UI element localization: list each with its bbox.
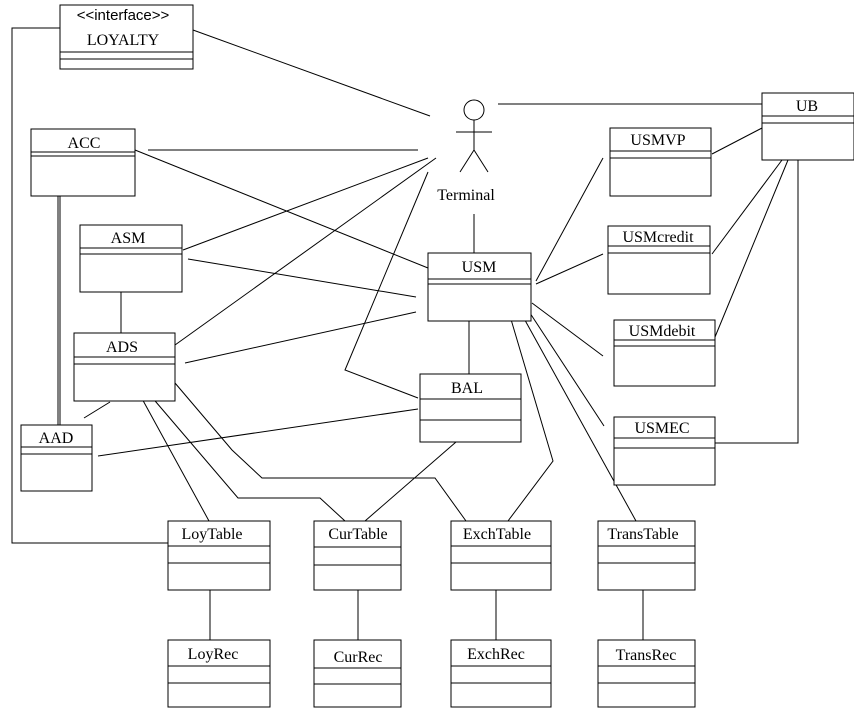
assoc-bal-aad bbox=[97, 408, 419, 457]
class-box-frame bbox=[597, 639, 696, 708]
assoc-ads-usm bbox=[184, 311, 417, 364]
associations bbox=[11, 27, 799, 640]
class-name: ExchRec bbox=[467, 646, 525, 663]
class-box-frame bbox=[450, 520, 552, 591]
class-box-frame bbox=[427, 252, 532, 322]
class-aad: AAD bbox=[20, 424, 93, 492]
assoc-ub-usmdebit bbox=[714, 159, 789, 338]
class-transrec: TransRec bbox=[597, 639, 696, 708]
assoc-ub-usmec bbox=[715, 160, 799, 444]
actor-leg-left bbox=[459, 149, 475, 173]
class-curtable: CurTable bbox=[313, 520, 402, 591]
class-box-frame bbox=[607, 225, 711, 295]
assoc-loyalty-terminal bbox=[192, 29, 431, 117]
class-name: USMcredit bbox=[622, 229, 694, 246]
class-box-frame bbox=[419, 373, 522, 443]
class-name: ASM bbox=[111, 230, 146, 247]
class-box-frame bbox=[613, 416, 716, 486]
class-name: TransRec bbox=[616, 647, 677, 664]
class-name: UB bbox=[796, 98, 818, 115]
class-asm: ASM bbox=[79, 224, 183, 293]
assoc-acc-usm bbox=[134, 149, 429, 269]
interface-stereotype: <<interface>> bbox=[77, 7, 170, 24]
assoc-usm-usmcredit bbox=[535, 253, 604, 285]
class-box-frame bbox=[761, 92, 854, 161]
class-transtable: TransTable bbox=[597, 520, 696, 591]
class-exchtable: ExchTable bbox=[450, 520, 552, 591]
class-box-frame bbox=[167, 639, 271, 708]
class-usmcredit: USMcredit bbox=[607, 225, 711, 295]
class-bal: BAL bbox=[419, 373, 522, 443]
assoc-terminal-bal bbox=[344, 171, 429, 399]
assoc-asm-terminal bbox=[182, 157, 429, 251]
class-name: CurRec bbox=[334, 649, 383, 666]
assoc-ads-exchtable bbox=[174, 382, 467, 522]
actor-label: Terminal bbox=[437, 187, 495, 204]
class-exchrec: ExchRec bbox=[450, 639, 552, 708]
assoc-usm-usmdebit bbox=[531, 302, 604, 357]
class-acc: ACC bbox=[30, 128, 136, 197]
class-box-frame bbox=[613, 319, 716, 387]
class-name: ACC bbox=[68, 135, 101, 152]
class-name: ADS bbox=[106, 339, 138, 356]
class-usmdebit: USMdebit bbox=[613, 319, 716, 387]
assoc-ads-terminal bbox=[174, 157, 437, 346]
class-box-frame bbox=[597, 520, 696, 591]
class-box-frame bbox=[313, 520, 402, 591]
actor-terminal: Terminal bbox=[437, 99, 495, 204]
assoc-ads-loytable bbox=[139, 394, 210, 522]
assoc-usm-usmec bbox=[527, 309, 605, 427]
assoc-usm-usmvp bbox=[535, 157, 604, 282]
class-usmvp: USMVP bbox=[609, 127, 712, 197]
class-name: LoyRec bbox=[188, 646, 239, 663]
class-usmec: USMEC bbox=[613, 416, 716, 486]
class-box-frame bbox=[609, 127, 712, 197]
assoc-bal-curtable bbox=[364, 441, 457, 522]
class-name: CurTable bbox=[328, 526, 387, 543]
class-box-frame bbox=[59, 4, 194, 70]
class-name: ExchTable bbox=[463, 526, 531, 543]
class-usm: USM bbox=[427, 252, 532, 322]
class-name: USMVP bbox=[630, 132, 685, 149]
class-name: TransTable bbox=[607, 526, 678, 543]
class-box-frame bbox=[79, 224, 183, 293]
class-ads: ADS bbox=[73, 332, 176, 402]
class-name: USMEC bbox=[634, 420, 689, 437]
actor-leg-right bbox=[473, 149, 489, 173]
class-name: BAL bbox=[451, 380, 483, 397]
actor-head bbox=[463, 99, 485, 121]
class-currec: CurRec bbox=[313, 639, 402, 708]
assoc-ub-usmcredit bbox=[711, 159, 783, 255]
assoc-ads-aad bbox=[83, 401, 111, 419]
class-loytable: LoyTable bbox=[167, 520, 271, 591]
class-box-frame bbox=[167, 520, 271, 591]
class-box-frame bbox=[20, 424, 93, 492]
class-box-frame bbox=[73, 332, 176, 402]
assoc-ads-curtable bbox=[149, 394, 346, 522]
class-box-frame bbox=[450, 639, 552, 708]
class-loyrec: LoyRec bbox=[167, 639, 271, 708]
class-name: AAD bbox=[39, 430, 74, 447]
class-name: USM bbox=[462, 259, 497, 276]
class-ub: UB bbox=[761, 92, 854, 161]
assoc-asm-usm bbox=[187, 258, 417, 298]
interface-name: LOYALTY bbox=[87, 32, 160, 49]
assoc-loyalty-loytable bbox=[11, 27, 168, 544]
interface-loyalty: <<interface>> LOYALTY bbox=[59, 4, 194, 70]
class-name: USMdebit bbox=[629, 323, 696, 340]
assoc-usm-transtable bbox=[520, 312, 637, 522]
class-name: LoyTable bbox=[181, 526, 242, 543]
assoc-ub-usmvp bbox=[711, 127, 763, 155]
class-box-frame bbox=[313, 639, 402, 708]
class-box-frame bbox=[30, 128, 136, 197]
assoc-usm-exchtable bbox=[507, 315, 554, 522]
